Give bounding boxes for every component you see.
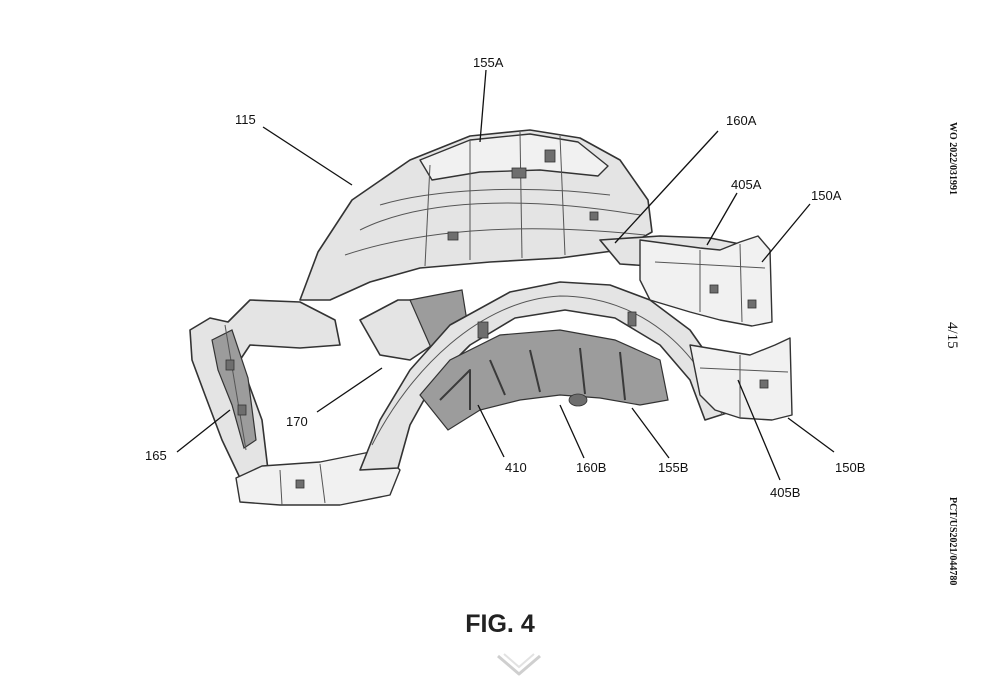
label-150B: 150B <box>835 460 865 475</box>
subframe-drawing <box>189 129 793 506</box>
lower-ribbed-structure <box>419 329 669 431</box>
chevron-down-icon[interactable] <box>494 650 544 680</box>
label-160A: 160A <box>726 113 757 128</box>
label-155B: 155B <box>658 460 688 475</box>
label-150A: 150A <box>811 188 842 203</box>
sheet-number: 4/15 <box>944 322 960 349</box>
label-170: 170 <box>286 414 308 429</box>
label-405B: 405B <box>770 485 800 500</box>
label-115: 115 <box>235 112 256 127</box>
front-frame-165 <box>189 299 341 479</box>
application-number: PCT/US2021/044780 <box>947 497 958 586</box>
leader-lines <box>176 69 835 481</box>
label-160B: 160B <box>576 460 606 475</box>
reference-labels: 155A 115 160A 405A 150A 170 165 410 160B… <box>145 55 865 500</box>
label-410: 410 <box>505 460 527 475</box>
label-155A: 155A <box>473 55 504 70</box>
publication-number: WO 2022/031991 <box>947 122 958 196</box>
label-165: 165 <box>145 448 167 463</box>
label-405A: 405A <box>731 177 762 192</box>
rear-lower-extension <box>689 337 793 421</box>
front-cross-member <box>235 449 401 506</box>
figure-caption: FIG. 4 <box>465 610 535 638</box>
